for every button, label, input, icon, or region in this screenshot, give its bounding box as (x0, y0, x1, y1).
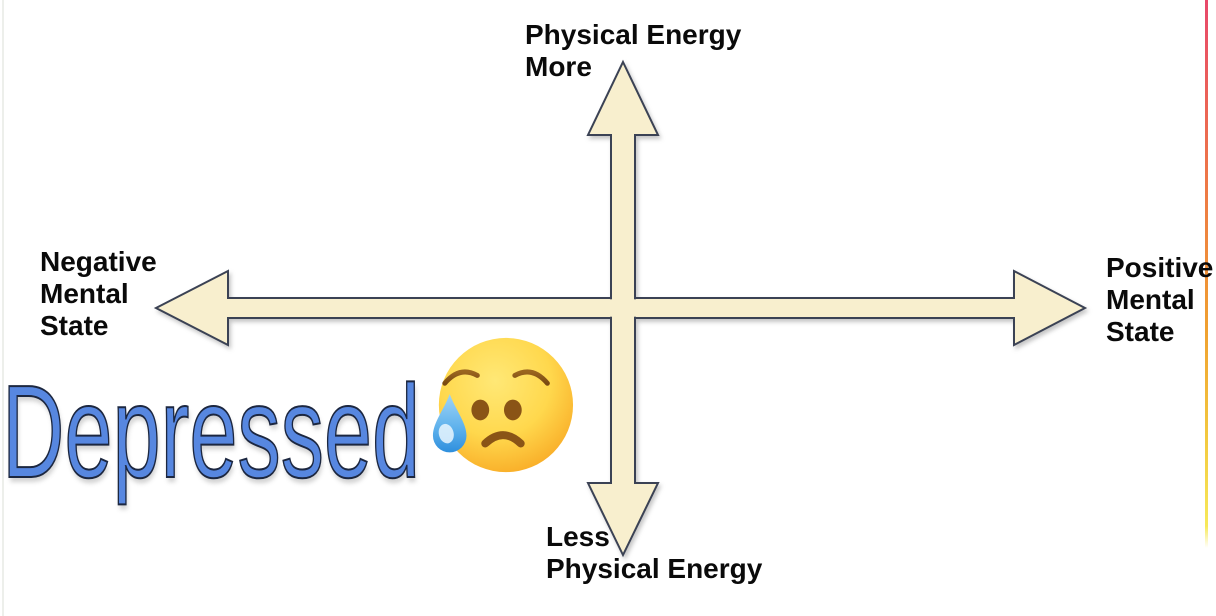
emoji-right-eye (503, 399, 522, 421)
emoji-right-eyebrow (512, 369, 550, 386)
axis-label-line: Physical Energy (525, 19, 742, 50)
axis-label-line: State (40, 310, 109, 341)
axis-label-line: Mental (1106, 284, 1195, 315)
axis-label-line: Less (546, 521, 610, 552)
axis-label-line: Mental (40, 278, 129, 309)
axis-label-line: Negative (40, 246, 157, 277)
emoji-left-eye (471, 399, 490, 421)
axis-label-line: State (1106, 316, 1175, 347)
emoji-tear-highlight (438, 423, 454, 444)
axis-label-less-physical-energy: Less Physical Energy (546, 521, 762, 585)
axis-label-line: Positive (1106, 252, 1214, 283)
axis-label-line: More (525, 51, 592, 82)
left-edge-line (2, 0, 4, 616)
axis-label-positive-mental-state: Positive Mental State (1106, 252, 1213, 348)
axis-crossing-patch (609, 299, 636, 317)
emoji-left-eyebrow (442, 369, 480, 386)
depressed-label: Depressed (1, 358, 421, 505)
right-edge-gradient-line (1205, 0, 1208, 548)
disappointed-relieved-face-emoji-icon (432, 337, 574, 473)
emoji-frown-mouth (481, 431, 525, 448)
axis-label-negative-mental-state: Negative Mental State (40, 246, 157, 342)
axis-label-line: Physical Energy (546, 553, 763, 584)
axis-label-more-physical-energy: Physical Energy More (525, 19, 741, 83)
